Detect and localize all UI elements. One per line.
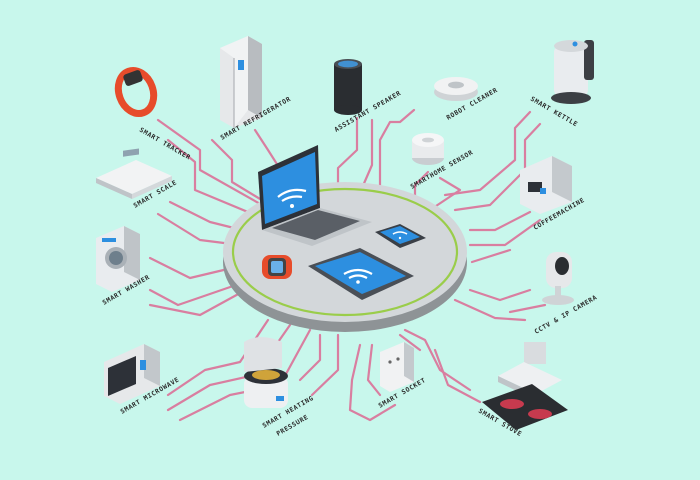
smart-kettle-device [551,40,594,104]
connection-wires [148,108,547,422]
wifi-icon [277,188,307,198]
smart-refrigerator-device [220,36,262,128]
platform-ring [231,187,459,317]
wifi-icon [343,268,373,275]
smart-microwave-device [104,344,160,404]
smart-tracker-device [114,67,158,117]
smartphone [375,224,426,248]
smart-scale-device [96,148,172,199]
smart-socket-device [380,342,414,392]
platform-top [223,182,467,322]
smart-heating-pressure-device [244,337,288,408]
smarthome-sensor-device [412,133,444,165]
smart-stove-device [482,342,568,430]
smart-watch [262,255,292,279]
central-platform [223,145,467,332]
coffee-machine-device [520,156,572,214]
wifi-icon [392,231,408,235]
tablet [308,248,414,300]
laptop [258,145,372,246]
smart-washer-device [96,226,140,292]
watch-icon [271,261,283,273]
cctv-ip-camera-device [542,252,574,305]
assistant-speaker-device [334,59,362,115]
robot-cleaner-device [434,77,478,101]
